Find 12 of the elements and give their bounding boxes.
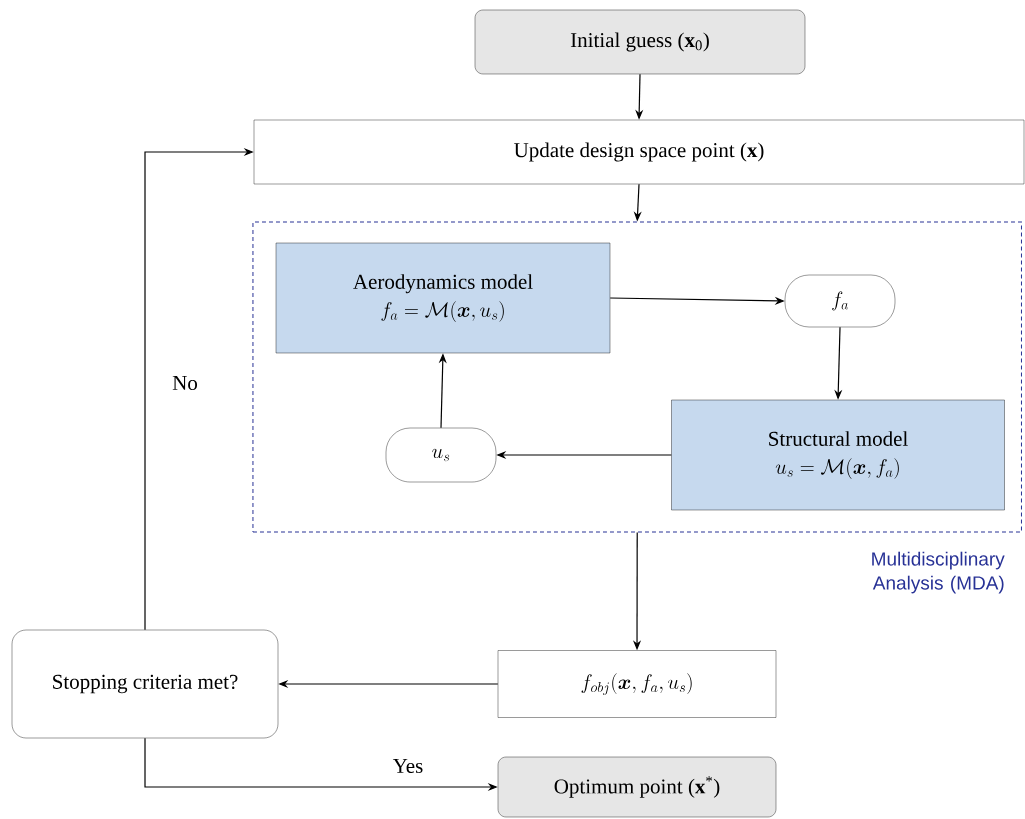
edge-label: Yes <box>391 758 425 774</box>
process-box: $f_{obj}(\boldsymbol{x}, f_a, u_s)$ <box>497 650 777 718</box>
process-box: Update design space point (x) <box>253 119 1025 185</box>
start-box: Initial guess (x$_{0}$) <box>474 9 806 75</box>
decision-box: Stopping criteria met? <box>11 629 279 739</box>
model-box: Aerodynamics model $f_a = \mathcal{M}(\boldsymbol{x}, u_s)$ <box>275 242 611 354</box>
edge-label: No <box>171 375 199 391</box>
end-box: Optimum point (x$^{*}$) <box>497 756 777 818</box>
model-box: Structural model $u_s = \mathcal{M}(\boldsymbol{x}, f_a)$ <box>671 399 1005 511</box>
terminal-pill: $f_a$ <box>784 274 896 328</box>
terminal-pill: $u_s$ <box>385 427 497 483</box>
region-label: Multidisciplinary Analysis (MDA) <box>872 551 1005 594</box>
